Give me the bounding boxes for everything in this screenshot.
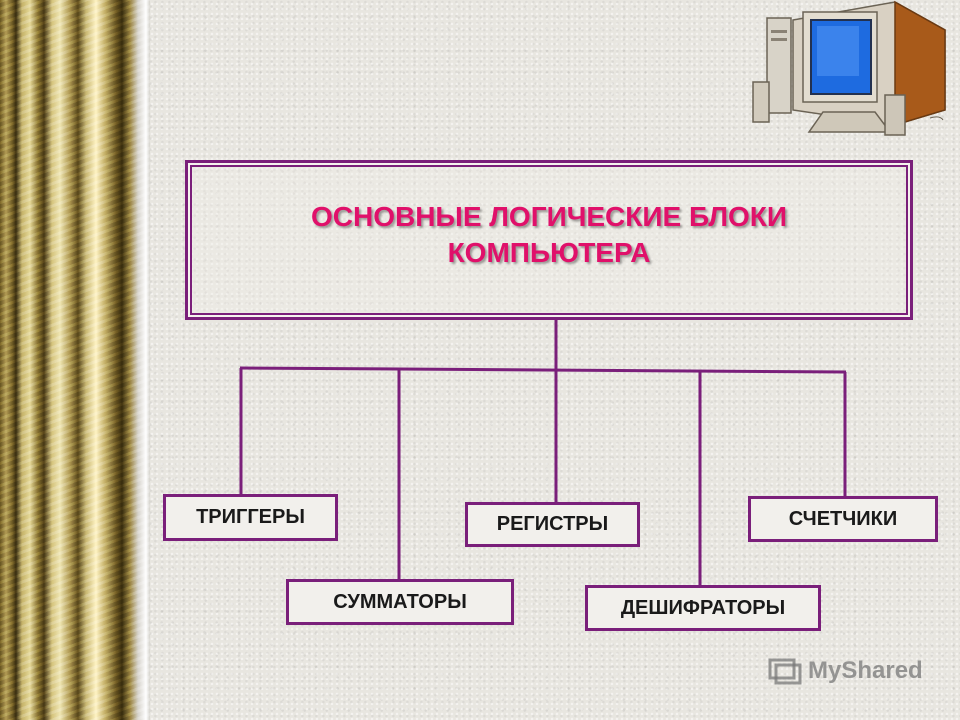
node-decoders-label: ДЕШИФРАТОРЫ [620, 596, 786, 619]
watermark-text: MyShared [808, 657, 923, 684]
node-counters-label: СЧЕТЧИКИ [788, 507, 898, 530]
node-decoders: ДЕШИФРАТОРЫ [585, 585, 821, 631]
computer-clipart [752, 0, 946, 136]
decorative-border [0, 0, 150, 720]
diagram-title: ОСНОВНЫЕ ЛОГИЧЕСКИЕ БЛОКИ КОМПЬЮТЕРА [188, 199, 910, 271]
title-line-2: КОМПЬЮТЕРА [447, 237, 651, 268]
node-registers-label: РЕГИСТРЫ [496, 513, 609, 535]
node-adders: СУММАТОРЫ [286, 579, 514, 625]
watermark-icon [768, 658, 802, 685]
node-triggers: ТРИГГЕРЫ [163, 494, 338, 541]
node-triggers-label: ТРИГГЕРЫ [196, 506, 305, 528]
node-registers: РЕГИСТРЫ [465, 502, 640, 547]
title-line-1: ОСНОВНЫЕ ЛОГИЧЕСКИЕ БЛОКИ [310, 201, 788, 232]
connector-bus [239, 366, 847, 374]
title-box: ОСНОВНЫЕ ЛОГИЧЕСКИЕ БЛОКИ КОМПЬЮТЕРА [185, 160, 913, 320]
node-counters: СЧЕТЧИКИ [748, 496, 938, 542]
node-adders-label: СУММАТОРЫ [333, 590, 467, 613]
watermark: MyShared [768, 656, 923, 686]
